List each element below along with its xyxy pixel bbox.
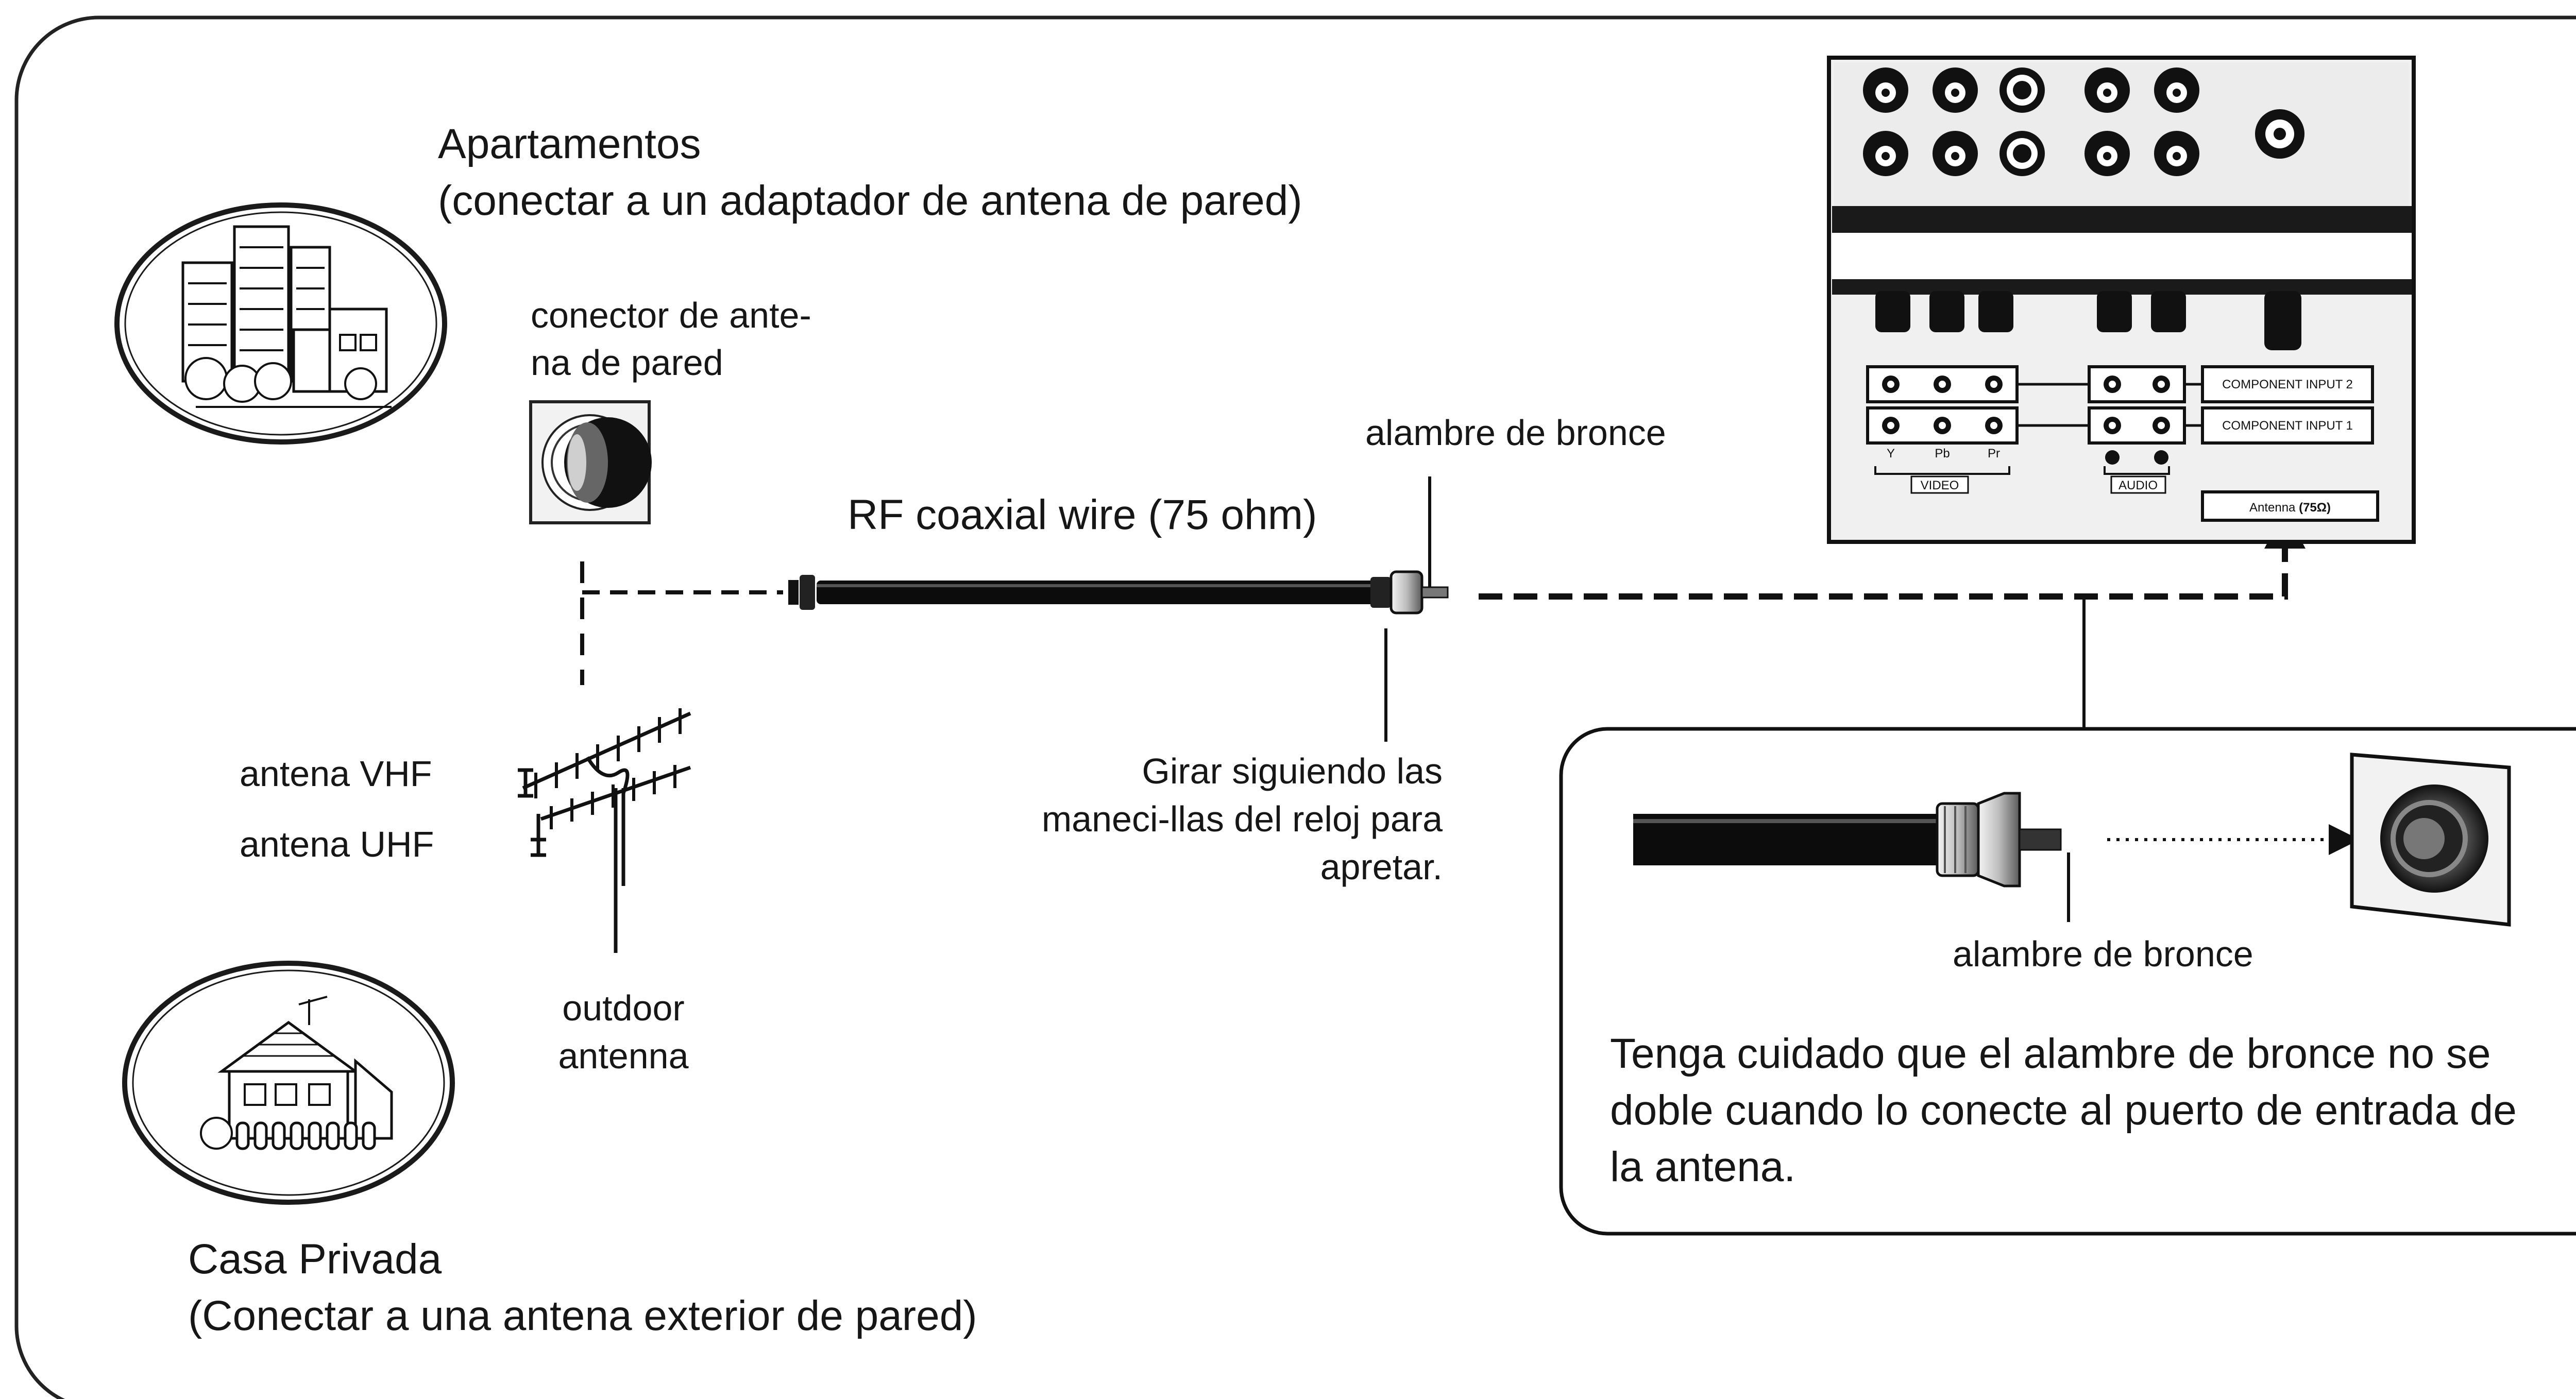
tv-rear-panel: COMPONENT INPUT 2 COMPONENT INPUT 1 Y Pb… — [1827, 56, 2416, 544]
callout-arrow-head — [2329, 824, 2360, 855]
outer-frame — [14, 15, 2576, 1399]
component-jacks: COMPONENT INPUT 2 COMPONENT INPUT 1 Y Pb… — [1866, 365, 2379, 522]
private-house-icon — [122, 961, 455, 1205]
jack-pb-label: Pb — [1935, 447, 1950, 460]
callout-coax-plug-icon — [1633, 792, 2062, 888]
wall-antenna-jack-icon — [529, 400, 652, 524]
component-input-2-label: COMPONENT INPUT 2 — [2222, 378, 2353, 391]
house-title: Casa Privada — [188, 1236, 442, 1283]
callout-warning-line1: Tenga cuidado que el alambre de bronce n… — [1610, 1030, 2491, 1077]
jack-y-label: Y — [1887, 447, 1895, 460]
jack-pr-label: Pr — [1988, 447, 2000, 460]
uhf-antenna-label: antena UHF — [240, 824, 434, 864]
apartments-subtitle: (conectar a un adaptador de antena de pa… — [438, 177, 1302, 224]
callout-antenna-port-icon — [2350, 753, 2511, 927]
cable-to-tv-dashed-line — [1479, 546, 2288, 600]
apartment-building-icon — [114, 202, 447, 445]
coax-cable-label: RF coaxial wire (75 ohm) — [848, 491, 1317, 538]
top-rca-jacks — [1863, 67, 2304, 176]
wall-jack-label-line1: conector de ante- — [531, 295, 811, 335]
apartments-title: Apartamentos — [438, 121, 701, 167]
antenna-input-label: Antenna (75Ω) — [2249, 501, 2331, 515]
twist-note-line3: apretar. — [1320, 847, 1443, 887]
copper-wire-label: alambre de bronce — [1365, 413, 1666, 453]
audio-group-label: AUDIO — [2119, 479, 2158, 492]
twist-note-line2: maneci-llas del reloj para — [1041, 799, 1443, 839]
house-subtitle: (Conectar a una antena exterior de pared… — [188, 1292, 977, 1339]
wall-jack-label-line2: na de pared — [531, 343, 723, 383]
panel-plugs — [1875, 291, 2301, 350]
callout-wire-label: alambre de bronce — [1953, 934, 2253, 974]
outdoor-antenna-icon — [518, 708, 691, 953]
callout-warning-line3: la antena. — [1610, 1144, 1796, 1190]
vhf-antenna-label: antena VHF — [240, 754, 432, 794]
video-group-label: VIDEO — [1921, 479, 1959, 492]
outdoor-antenna-label-line2: antenna — [558, 1036, 689, 1076]
rf-coaxial-cable-icon — [788, 570, 1449, 615]
component-input-1-label: COMPONENT INPUT 1 — [2222, 419, 2353, 433]
callout-warning-line2: doble cuando lo conecte al puerto de ent… — [1610, 1087, 2517, 1134]
twist-note-line1: Girar siguiendo las — [1142, 751, 1443, 791]
outdoor-antenna-label-line1: outdoor — [562, 988, 685, 1028]
